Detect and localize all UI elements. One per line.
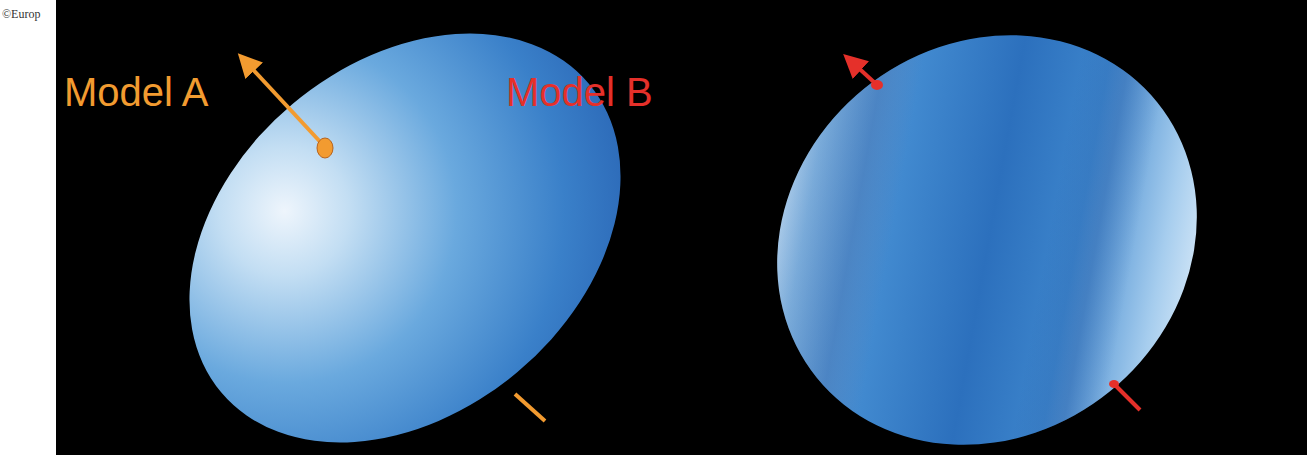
copyright-watermark: ©Europ [2,8,40,20]
model-label: Model A [64,72,209,112]
model-label: Model B [506,72,653,112]
